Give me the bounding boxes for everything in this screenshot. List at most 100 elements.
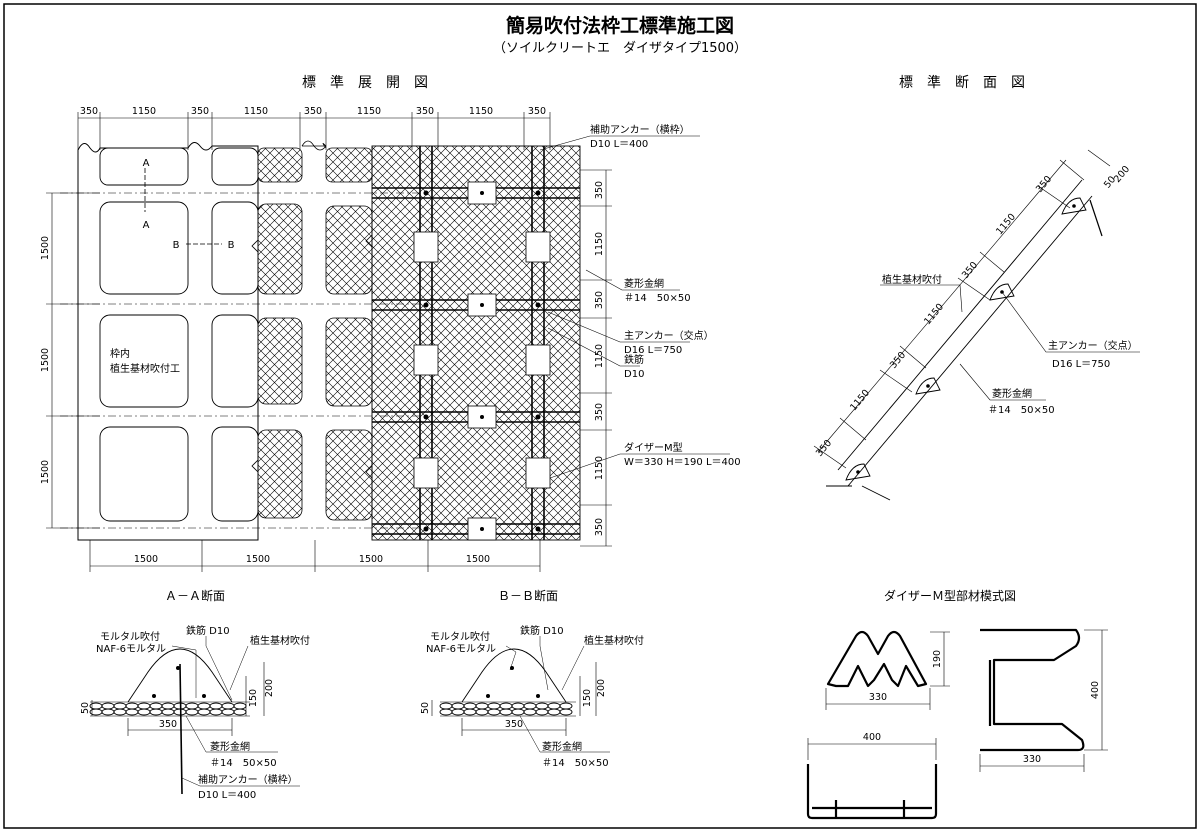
sec-main-anchor-label2: D16 L＝750 <box>1052 359 1110 370</box>
aa-d200: 200 <box>264 679 275 697</box>
sec-slope-dim: 350 <box>814 438 834 459</box>
aa-d50: 50 <box>80 702 91 714</box>
aa-mesh1: 菱形金網 <box>210 740 250 753</box>
bb-mesh-row <box>439 702 573 716</box>
member-d330a: 330 <box>869 692 887 703</box>
dev-outer-frame <box>77 142 259 541</box>
cut-b-right: B <box>228 240 235 251</box>
frame-label-line2: 植生基材吹付工 <box>110 362 180 375</box>
member-d400b: 400 <box>1090 681 1101 699</box>
sec-slope-dim: 350 <box>960 260 980 281</box>
aa-d150: 150 <box>248 689 259 707</box>
dev-left-dim: 1500 <box>40 348 51 372</box>
bb-title: Ｂ－Ｂ断面 <box>498 588 558 603</box>
sec-slope-dim: 1150 <box>994 212 1018 238</box>
aa-mortar1: モルタル吹付 <box>100 630 160 643</box>
development-view: 標 準 展 開 図 350 1150 350 1150 350 1150 350… <box>40 75 741 572</box>
dev-leaders <box>539 135 730 479</box>
aa-anchor2: D10 L＝400 <box>198 790 256 801</box>
main-anchor-label1: 主アンカー（交点） <box>624 329 714 342</box>
dev-bottom-dimensions <box>89 540 541 572</box>
aa-rebar: 鉄筋 D10 <box>186 624 230 637</box>
member-d400a: 400 <box>863 732 881 743</box>
member-d330b: 330 <box>1023 754 1041 765</box>
cut-a-top: A <box>143 158 150 169</box>
dev-bottom-dim: 1500 <box>359 554 383 565</box>
bb-mesh1: 菱形金網 <box>542 740 582 753</box>
member-title: ダイザーＭ型部材模式図 <box>884 588 1016 603</box>
drawing-title: 簡易吹付法枠工標準施工図 <box>506 14 734 37</box>
sec-slope-dim: 350 <box>888 350 908 371</box>
rebar-label2: D10 <box>624 369 644 380</box>
dev-bottom-dim: 1500 <box>466 554 490 565</box>
sec-mesh-label2: ＃14 50×50 <box>988 404 1055 416</box>
slope-dim-line <box>817 159 1067 453</box>
dev-mesh-right <box>371 145 581 541</box>
dev-cut-markers <box>144 168 222 245</box>
dev-bottom-dim: 1500 <box>246 554 270 565</box>
member-d190: 190 <box>932 650 943 668</box>
anchor-h-label1: 補助アンカー（横枠） <box>590 123 690 136</box>
daiza-label1: ダイザーM型 <box>624 441 683 454</box>
dev-right-dim: 350 <box>594 291 605 309</box>
bb-d150: 150 <box>582 689 593 707</box>
dev-right-dim: 1150 <box>594 232 605 256</box>
dev-top-dim: 1150 <box>244 106 268 117</box>
dev-top-dimensions <box>77 112 551 150</box>
sec-slope-dim: 350 <box>1034 174 1054 195</box>
sheet-border <box>3 3 1197 829</box>
bb-veg: 植生基材吹付 <box>584 634 644 647</box>
aa-anchor1: 補助アンカー（横枠） <box>198 773 298 786</box>
slope-veg-line <box>837 179 1083 471</box>
aa-mesh-row <box>89 702 247 716</box>
dev-centerlines <box>60 192 420 529</box>
dev-right-dim: 350 <box>594 181 605 199</box>
dev-right-dimensions <box>580 169 612 547</box>
mesh-label2: ＃14 50×50 <box>624 292 691 304</box>
dev-left-dim: 1500 <box>40 460 51 484</box>
bb-d200: 200 <box>596 679 607 697</box>
dev-mesh-middle <box>251 140 373 521</box>
aa-veg: 植生基材吹付 <box>250 634 310 647</box>
aa-d350: 350 <box>159 719 177 730</box>
cut-b-left: B <box>173 240 180 251</box>
dev-frame-cells <box>99 147 259 522</box>
daiza-label2: W＝330 H＝190 L＝400 <box>624 457 741 468</box>
bb-section: Ｂ－Ｂ断面 <box>420 588 644 769</box>
section-view-title: 標 準 断 面 図 <box>899 75 1025 91</box>
bb-d50: 50 <box>420 702 431 714</box>
dev-top-dim: 1150 <box>357 106 381 117</box>
cut-a-bottom: A <box>143 220 150 231</box>
dev-right-dim: 350 <box>594 518 605 536</box>
dev-right-dim: 350 <box>594 403 605 421</box>
bb-d350: 350 <box>505 719 523 730</box>
section-view: 標 準 断 面 図 <box>813 75 1140 501</box>
development-view-title: 標 準 展 開 図 <box>302 75 428 91</box>
sec-veg-label: 植生基材吹付 <box>882 273 942 286</box>
bb-rebar: 鉄筋 D10 <box>520 624 564 637</box>
main-anchor-label2: D16 L＝750 <box>624 345 682 356</box>
anchor-h-label2: D10 L＝400 <box>590 139 648 150</box>
aa-mesh2: ＃14 50×50 <box>210 757 277 769</box>
dev-top-dim: 1150 <box>469 106 493 117</box>
dev-top-dim: 350 <box>191 106 209 117</box>
dev-top-dim: 1150 <box>132 106 156 117</box>
slope-ground-line <box>847 195 1093 487</box>
sec-main-anchor-label1: 主アンカー（交点） <box>1048 339 1138 352</box>
aa-title: Ａ－Ａ断面 <box>165 588 225 603</box>
dev-right-dim: 1150 <box>594 344 605 368</box>
dev-right-dim: 1150 <box>594 456 605 480</box>
dev-bottom-dim: 1500 <box>134 554 158 565</box>
dev-top-dim: 350 <box>416 106 434 117</box>
bb-mesh2: ＃14 50×50 <box>542 757 609 769</box>
frame-label-line1: 枠内 <box>110 347 130 360</box>
bb-mortar2: NAF-6モルタル <box>426 643 496 655</box>
dev-top-dim: 350 <box>80 106 98 117</box>
member-view: ダイザーＭ型部材模式図 <box>806 588 1108 820</box>
dev-top-dim: 350 <box>304 106 322 117</box>
aa-mortar2: NAF-6モルタル <box>96 643 166 655</box>
sec-leaders <box>880 284 1140 401</box>
aa-section: Ａ－Ａ断面 <box>80 588 310 801</box>
dev-left-dim: 1500 <box>40 236 51 260</box>
